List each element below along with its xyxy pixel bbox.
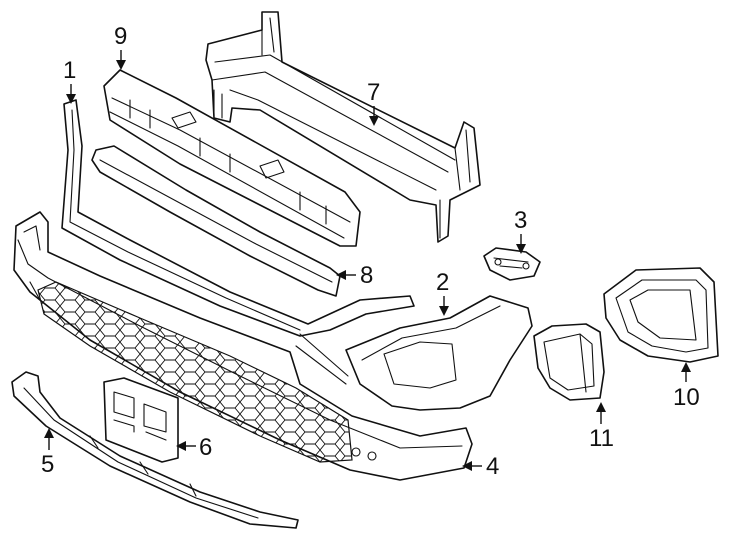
callout-3: 3 — [514, 207, 527, 254]
part-8-upper-trim — [91, 145, 341, 297]
callout-label-9: 9 — [114, 23, 127, 50]
part-10-outer-bezel — [603, 267, 719, 363]
part-5-lower-spoiler — [11, 371, 299, 529]
callout-6: 6 — [176, 434, 212, 461]
callout-label-2: 2 — [436, 269, 449, 296]
callout-label-1: 1 — [63, 57, 76, 84]
callout-label-5: 5 — [41, 451, 54, 478]
part-2-side-trim — [345, 295, 533, 411]
leader-arrow-3 — [516, 244, 526, 254]
leader-arrow-7 — [369, 116, 379, 126]
callout-label-8: 8 — [360, 262, 373, 289]
callout-label-10: 10 — [673, 384, 700, 411]
part-4-bumper-cover — [13, 211, 473, 481]
callout-10: 10 — [673, 362, 700, 411]
callout-label-11: 11 — [589, 425, 614, 452]
part-11-fog-bezel — [533, 323, 605, 401]
leader-arrow-11 — [596, 402, 606, 412]
leader-arrow-6 — [176, 441, 186, 451]
callout-label-7: 7 — [367, 79, 380, 106]
callout-9: 9 — [114, 23, 127, 70]
part-7-reinforcement-beam — [205, 11, 481, 243]
part-1-upper-bumper-strip — [61, 99, 415, 337]
callout-7: 7 — [367, 79, 380, 126]
part-3-bracket — [483, 247, 541, 281]
leader-arrow-1 — [66, 94, 76, 104]
part-6-license-bracket — [103, 377, 179, 463]
part-9-energy-absorber — [103, 69, 361, 247]
callout-label-3: 3 — [514, 207, 527, 234]
callout-label-6: 6 — [199, 434, 212, 461]
leader-arrow-4 — [462, 461, 472, 471]
callout-2: 2 — [436, 269, 449, 316]
callout-1: 1 — [63, 57, 76, 104]
callout-11: 11 — [589, 402, 614, 452]
callout-5: 5 — [41, 428, 54, 478]
leader-arrow-2 — [439, 306, 449, 316]
callout-label-4: 4 — [486, 453, 499, 480]
leader-arrow-10 — [681, 362, 691, 372]
leader-arrow-5 — [44, 428, 54, 438]
callout-8: 8 — [336, 262, 373, 289]
leader-arrow-9 — [116, 60, 126, 70]
callout-4: 4 — [462, 453, 499, 480]
leader-arrow-8 — [336, 270, 346, 280]
